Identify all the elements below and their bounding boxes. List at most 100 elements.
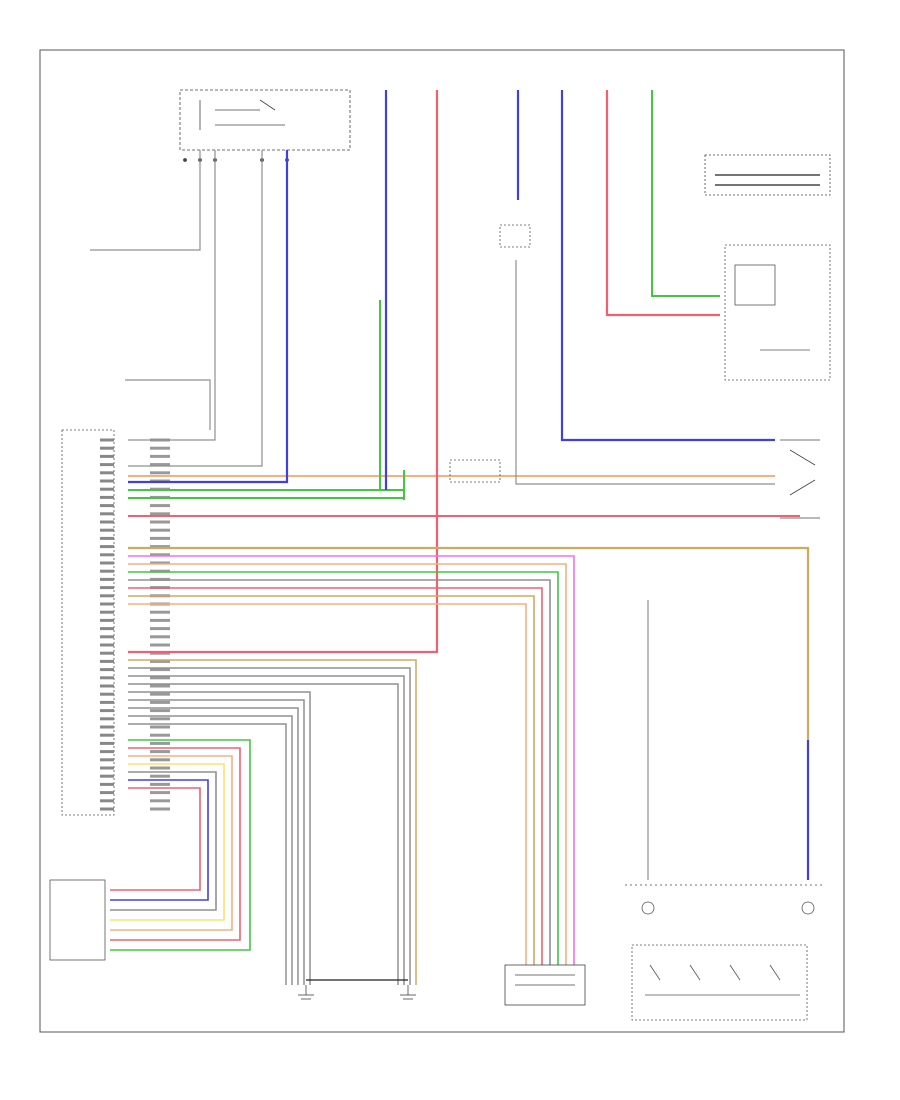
ecm-pin-label — [100, 717, 114, 721]
wire-color-label — [150, 454, 170, 458]
green-wires — [379, 90, 720, 500]
wire-color-label — [150, 692, 170, 696]
blue-wires — [128, 90, 810, 880]
stop-lamp-switch — [179, 89, 351, 162]
ecm-pin-label — [100, 676, 114, 680]
wire-color-label — [150, 758, 170, 762]
wire-color-label — [150, 520, 170, 524]
tan-wire-right — [128, 546, 810, 740]
wire-color-label — [150, 668, 170, 672]
ecm-pin-label — [100, 709, 114, 713]
ecm-pin-label — [100, 438, 114, 442]
ground-bundle-left — [128, 659, 417, 985]
ecm-pin-label — [100, 512, 114, 516]
wire-bundle — [128, 475, 800, 517]
data-link-connector — [504, 964, 586, 1006]
wire-color-label — [150, 610, 170, 614]
ecm-pin-label — [100, 643, 114, 647]
combination-meter — [724, 244, 831, 381]
ecm-pin-label — [100, 635, 114, 639]
ecm-pin-label — [100, 774, 114, 778]
wire-color-label — [150, 561, 170, 565]
ecm-pin-label — [100, 610, 114, 614]
wire-color-label — [150, 766, 170, 770]
engine-control-module — [61, 429, 115, 816]
ecm-pin-label — [100, 504, 114, 508]
ecm-pin-label — [100, 536, 114, 540]
ecm-pin-label — [100, 799, 114, 803]
ecm-pin-label — [100, 741, 114, 745]
ground-icon — [298, 979, 416, 1000]
ecm-pin-label — [100, 561, 114, 565]
ecm-pin-label — [100, 684, 114, 688]
ecm-pin-label — [100, 454, 114, 458]
ecm-pin-label — [100, 807, 114, 811]
brake-switch — [780, 439, 820, 519]
junction-connector — [449, 459, 501, 483]
wire-color-label — [150, 463, 170, 467]
diagram-frame — [39, 49, 845, 1033]
wire-color-label — [150, 700, 170, 704]
ecm-pin-label — [100, 750, 114, 754]
ecm-pin-label — [100, 651, 114, 655]
ecm-pin-label — [100, 553, 114, 557]
ecm-pin-label — [100, 479, 114, 483]
ecm-pin-label — [100, 495, 114, 499]
cruise-control-switch — [631, 944, 808, 1021]
wire-color-label — [150, 471, 170, 475]
red-wires — [128, 90, 720, 654]
wire-color-label — [150, 799, 170, 803]
wire-color-label — [150, 709, 170, 713]
ecm-pin-label — [100, 700, 114, 704]
wire-color-label — [150, 791, 170, 795]
ecm-pin-label — [100, 766, 114, 770]
wire-color-label — [150, 774, 170, 778]
wire-color-label — [150, 512, 170, 516]
wire-color-label — [150, 717, 170, 721]
wire-color-label — [150, 528, 170, 532]
ecm-pin-label — [100, 602, 114, 606]
ecm-pin-label — [100, 487, 114, 491]
ecm-pin-label — [100, 733, 114, 737]
ecm-pin-label — [100, 446, 114, 450]
ecm-pin-label — [100, 569, 114, 573]
sensor-circle-right — [801, 901, 815, 915]
ecm-pin-label — [100, 577, 114, 581]
wire-color-label — [150, 504, 170, 508]
wire-color-label — [150, 536, 170, 540]
ecm-pin-label — [100, 618, 114, 622]
junction-connector-2 — [499, 224, 531, 248]
ecm-pin-label — [100, 758, 114, 762]
ecm-pin-label — [100, 627, 114, 631]
dlc-wires — [128, 555, 575, 965]
ecm-pin-label — [100, 586, 114, 590]
wire-color-label — [150, 659, 170, 663]
wire-color-label — [150, 750, 170, 754]
wire-color-label — [150, 684, 170, 688]
wire-color-label — [150, 782, 170, 786]
wire-color-label — [150, 553, 170, 557]
wire-color-label — [150, 643, 170, 647]
wire-color-label — [150, 627, 170, 631]
ecm-pin-label — [100, 782, 114, 786]
ecm-pin-label — [100, 471, 114, 475]
ecm-pin-label — [100, 659, 114, 663]
ecm-pin-label — [100, 725, 114, 729]
gray-wires — [90, 150, 775, 485]
ecm-pin-label — [100, 520, 114, 524]
ecm-pin-label — [100, 791, 114, 795]
ecm-pin-label — [100, 668, 114, 672]
ecm-pin-label — [100, 692, 114, 696]
wire-color-label — [150, 676, 170, 680]
ecm-pin-labels — [100, 438, 170, 811]
wire-color-label — [150, 635, 170, 639]
wire-color-label — [150, 618, 170, 622]
wire-color-label — [150, 446, 170, 450]
wire-color-label — [150, 545, 170, 549]
wire-color-label — [150, 733, 170, 737]
wire-color-label — [150, 651, 170, 655]
sensor-circle-left — [641, 901, 655, 915]
top-right-connector — [704, 154, 831, 196]
ecm-pin-label — [100, 545, 114, 549]
